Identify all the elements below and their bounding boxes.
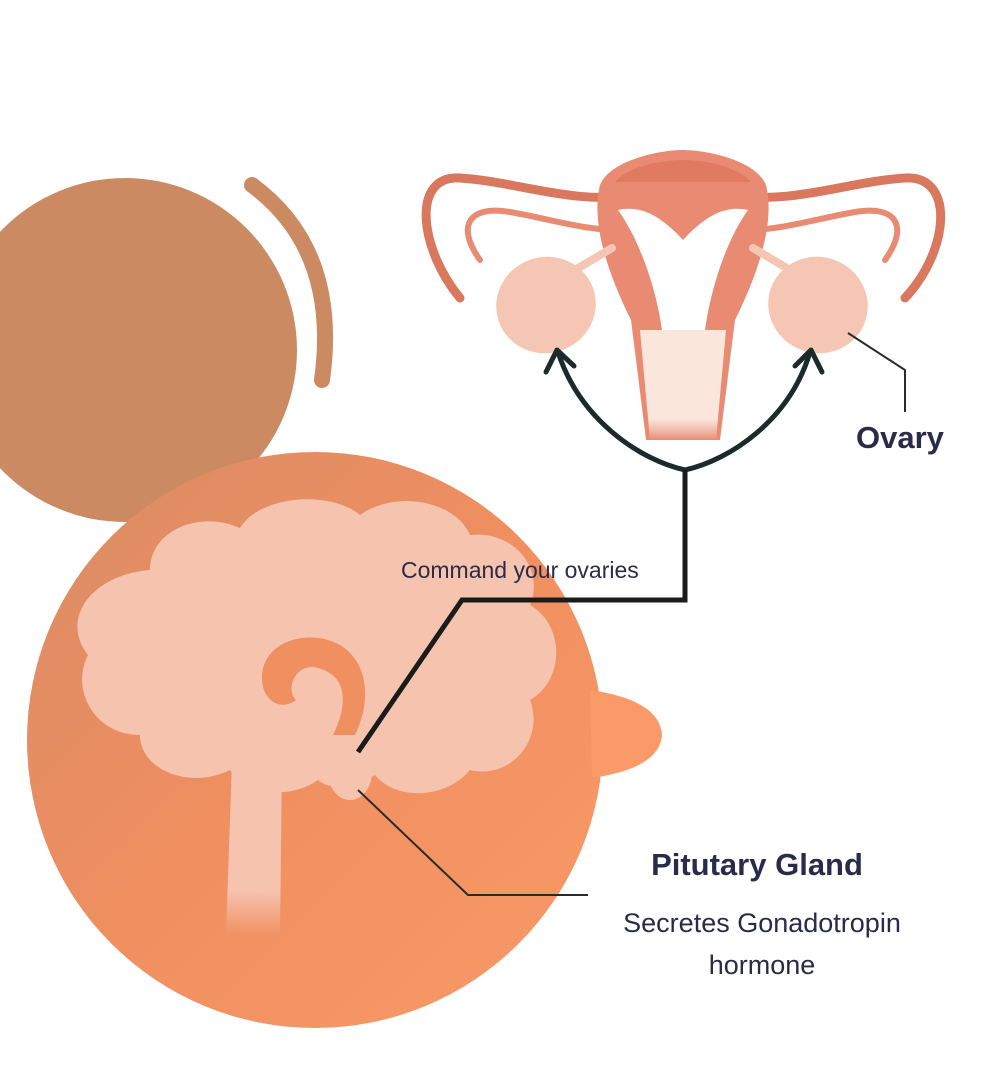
pituitary-gland-description: Secretes Gonadotropin hormone [623,908,901,980]
fallopian-tube-right-outer [720,173,946,303]
ovarian-ligament-right [749,244,794,274]
fallopian-tube-left-inner [464,207,633,263]
arrowhead-left [543,347,577,375]
pituitary-gland-title: Pitutary Gland [651,847,863,882]
hair-strand [244,177,334,388]
connector-lines [355,332,906,896]
gland-leader-line [357,789,588,896]
nose [590,690,662,778]
fallopian-tube-right-inner [732,207,901,263]
uterus-top [615,160,751,182]
ovary-left [496,256,596,354]
uterus-diagram [421,150,946,440]
ovary-right [768,256,868,354]
command-label: Command your ovaries [401,557,639,583]
arrowhead-right [792,347,825,375]
ovary-label: Ovary [856,420,944,455]
ovary-leader-line [847,332,906,412]
ovarian-ligament-left [571,244,616,274]
cervix [640,330,726,440]
command-connector [355,470,688,754]
brain-cerebellum-fold [262,637,366,735]
hair-bun [0,178,297,522]
brain-stem [226,760,282,935]
uterus-cavity [618,208,748,330]
pituitary-gland [328,744,372,800]
fallopian-tube-left-outer [421,173,645,303]
brain [77,499,557,935]
